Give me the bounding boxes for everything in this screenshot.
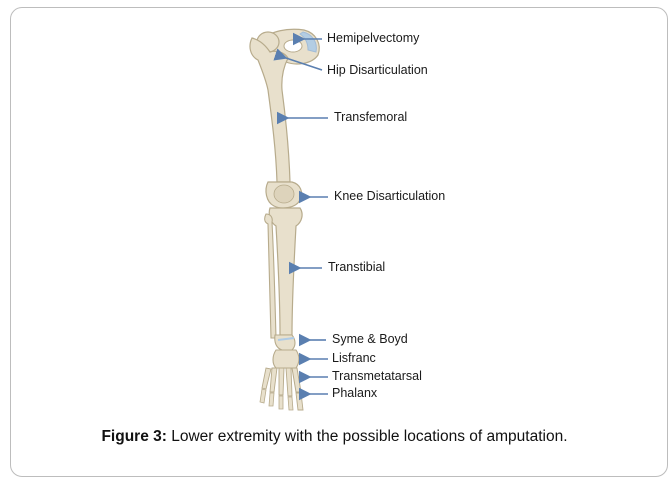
label-syme-boyd: Syme & Boyd bbox=[332, 332, 408, 346]
label-transmetatarsal: Transmetatarsal bbox=[332, 369, 422, 383]
figure-caption: Figure 3: Lower extremity with the possi… bbox=[0, 428, 669, 446]
label-hemipelvectomy: Hemipelvectomy bbox=[327, 31, 419, 45]
label-phalanx: Phalanx bbox=[332, 386, 377, 400]
label-knee-disarticulation: Knee Disarticulation bbox=[334, 189, 445, 203]
label-transfemoral: Transfemoral bbox=[334, 110, 407, 124]
caption-text: Lower extremity with the possible locati… bbox=[167, 428, 568, 445]
amputation-diagram: Hemipelvectomy Hip Disarticulation Trans… bbox=[0, 0, 669, 459]
foot bbox=[260, 350, 303, 410]
label-lisfranc: Lisfranc bbox=[332, 351, 376, 365]
label-transtibial: Transtibial bbox=[328, 260, 385, 274]
tibia-fibula bbox=[265, 208, 302, 350]
caption-prefix: Figure 3: bbox=[101, 428, 166, 445]
label-hip-disarticulation: Hip Disarticulation bbox=[327, 63, 428, 77]
